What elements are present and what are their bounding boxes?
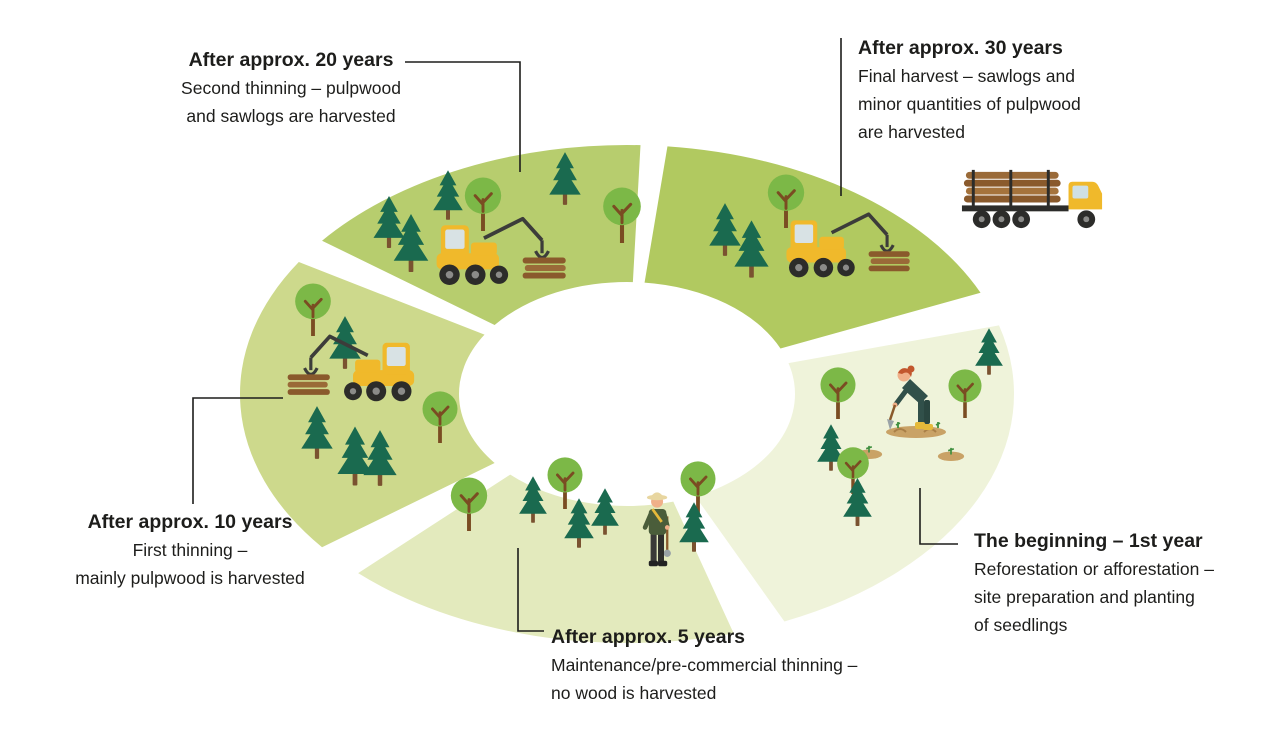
- connector-line-20-years: [405, 61, 521, 172]
- stage-label-after-30-years: After approx. 30 years Final harvest – s…: [858, 34, 1118, 146]
- stage-segment-after-5-years: [358, 474, 734, 643]
- stage-title: After approx. 20 years: [188, 49, 394, 71]
- label-connectors: [192, 38, 958, 632]
- stage-body-line: Reforestation or afforestation –: [974, 559, 1214, 579]
- stage-body-line: are harvested: [858, 122, 966, 142]
- stage-body-line: Maintenance/pre-commercial thinning –: [551, 655, 858, 675]
- stage-body-line: of seedlings: [974, 615, 1068, 635]
- stage-body-line: and sawlogs are harvested: [186, 106, 396, 126]
- connector-line-5-years: [517, 548, 544, 632]
- stage-title: After approx. 10 years: [87, 511, 293, 533]
- stage-title: After approx. 5 years: [551, 626, 746, 648]
- stage-title: After approx. 30 years: [858, 37, 1063, 59]
- connector-line-10-years: [192, 397, 283, 504]
- stage-segment-after-10-years: [239, 262, 495, 548]
- stage-label-after-10-years: After approx. 10 years First thinning – …: [65, 508, 315, 592]
- stage-body-line: mainly pulpwood is harvested: [75, 568, 305, 588]
- stage-body-line: minor quantities of pulpwood: [858, 94, 1081, 114]
- stage-body-line: site preparation and planting: [974, 587, 1195, 607]
- stage-body-line: Final harvest – sawlogs and: [858, 66, 1075, 86]
- stage-label-after-5-years: After approx. 5 years Maintenance/pre-co…: [551, 623, 931, 707]
- stage-label-after-20-years: After approx. 20 years Second thinning –…: [146, 46, 436, 130]
- log-truck-icon: [961, 169, 1103, 229]
- connector-line-1st-year: [919, 488, 958, 545]
- stage-body-line: Second thinning – pulpwood: [181, 78, 401, 98]
- stage-body-line: First thinning –: [132, 540, 248, 560]
- stage-body-line: no wood is harvested: [551, 683, 717, 703]
- stage-title: The beginning – 1st year: [974, 530, 1203, 552]
- stage-label-beginning-1st-year: The beginning – 1st year Reforestation o…: [974, 527, 1264, 639]
